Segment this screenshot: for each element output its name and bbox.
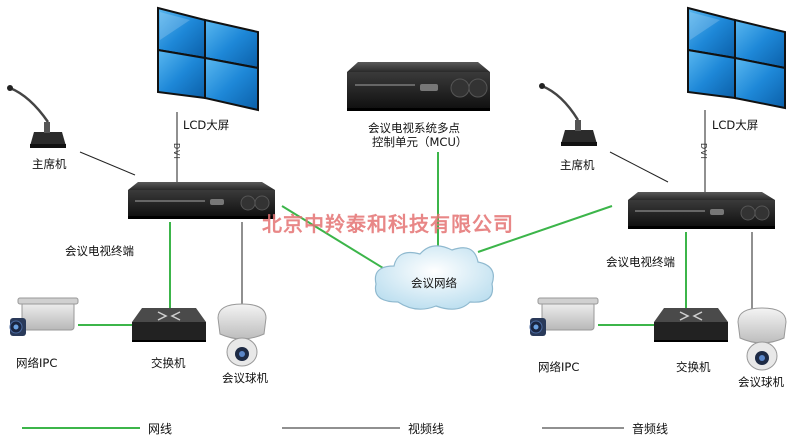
mcu-label-line1: 会议电视系统多点 — [368, 121, 460, 135]
ipc-right-label: 网络IPC — [538, 360, 580, 374]
legend-network-label: 网线 — [148, 422, 173, 436]
network-cloud — [374, 245, 494, 310]
network-ipc-right — [529, 297, 599, 336]
chairman-left-label: 主席机 — [32, 157, 67, 171]
dome-camera-left — [217, 303, 267, 367]
connection-lines — [78, 110, 753, 326]
mcu-device — [347, 62, 490, 111]
chairman-mic-right — [539, 83, 597, 146]
dome-left-label: 会议球机 — [222, 371, 268, 385]
dvi-left-label: DVI — [172, 143, 181, 160]
lcd-wall-left — [157, 6, 259, 112]
terminal-right — [628, 192, 775, 229]
terminal-right-label: 会议电视终端 — [606, 255, 675, 269]
network-cloud-label: 会议网络 — [411, 276, 457, 290]
ipc-left-label: 网络IPC — [16, 356, 58, 370]
switch-right — [654, 308, 728, 342]
switch-left — [132, 308, 206, 342]
chairman-right-label: 主席机 — [560, 158, 595, 172]
network-line-cloud-terminal-right — [477, 205, 613, 253]
dvi-right-label: DVI — [699, 143, 708, 160]
terminal-left — [128, 182, 275, 219]
company-watermark: 北京中羚泰和科技有限公司 — [262, 212, 514, 236]
network-line-terminal-cloud — [281, 205, 384, 269]
legend-audio-label: 音频线 — [632, 422, 669, 436]
switch-right-label: 交换机 — [676, 360, 711, 374]
chairman-mic-left — [7, 85, 66, 148]
lcd-right-label: LCD大屏 — [712, 118, 759, 132]
audio-line-chairman-right — [609, 151, 669, 183]
mcu-label-line2: 控制单元（MCU） — [372, 135, 468, 149]
switch-left-label: 交换机 — [151, 356, 186, 370]
dome-camera-right — [737, 307, 787, 371]
terminal-left-label: 会议电视终端 — [65, 244, 134, 258]
legend-video-label: 视频线 — [408, 422, 445, 436]
lcd-wall-right — [687, 6, 786, 110]
audio-line-chairman-left — [79, 151, 136, 176]
dome-right-label: 会议球机 — [738, 375, 784, 389]
lcd-left-label: LCD大屏 — [183, 118, 230, 132]
network-ipc-left — [9, 297, 79, 336]
